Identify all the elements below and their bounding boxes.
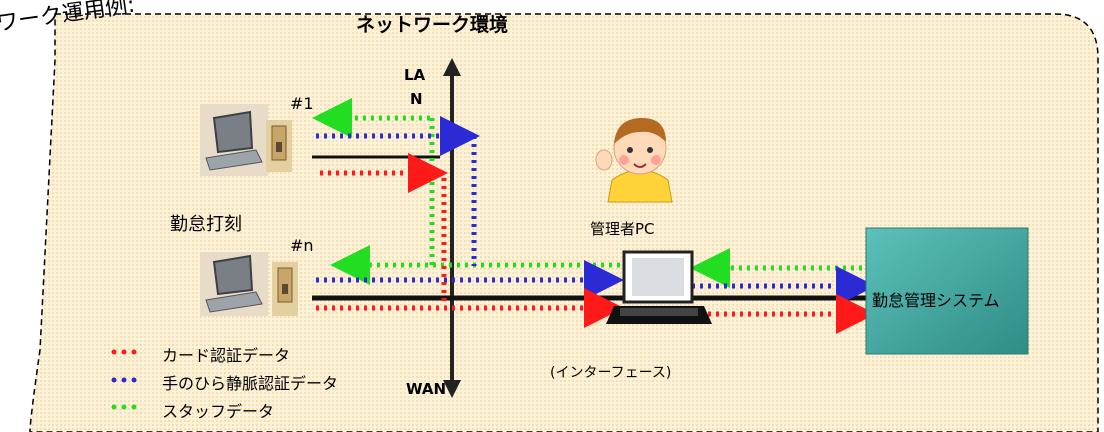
interface-label: (インターフェース) — [550, 365, 672, 381]
legend-card-icon — [111, 349, 137, 355]
legend-card-label: カード認証データ — [162, 346, 291, 365]
attendance-label: 勤怠打刻 — [170, 214, 242, 235]
terminal-1-reader-icon — [266, 120, 292, 172]
network-title: ネットワーク環境 — [356, 14, 509, 36]
terminal-n-reader-icon — [272, 262, 298, 316]
diagram-background — [29, 13, 1099, 432]
lan-label-line1: LA — [404, 66, 426, 84]
legend-vein-icon — [111, 377, 137, 383]
admin-pc-label: 管理者PC — [590, 220, 655, 238]
terminal-n-label: #n — [290, 236, 314, 255]
legend-staff-label: スタッフデータ — [162, 402, 275, 421]
terminal-1-laptop-icon — [200, 104, 268, 176]
legend-vein-label: 手のひら静脈認証データ — [162, 374, 339, 393]
terminal-n-laptop-icon — [200, 252, 268, 316]
backbone-arrow-bottom — [443, 380, 461, 398]
legend-staff-icon — [111, 404, 137, 410]
administrator-person-icon — [595, 118, 673, 203]
admin-pc-icon — [606, 250, 712, 324]
backbone-arrow-top — [443, 58, 461, 76]
lan-label-line2: N — [410, 90, 423, 108]
attendance-system-box — [865, 227, 1029, 355]
wan-label: WAN — [406, 380, 447, 398]
attendance-system-label: 勤怠管理システム — [872, 291, 1000, 310]
terminal-1-label: #1 — [290, 94, 314, 113]
